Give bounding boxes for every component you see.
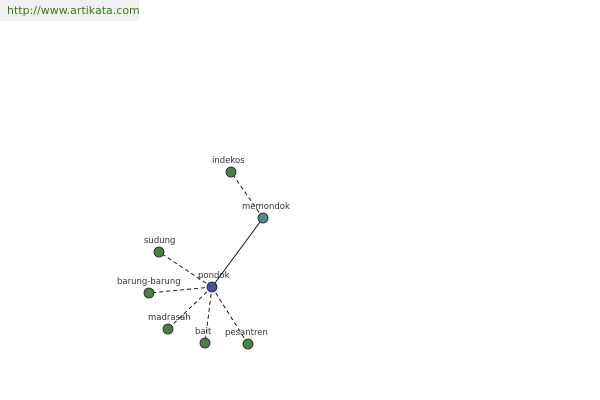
edge-pondok-pesantren [211,286,249,345]
node-label-pondok[interactable]: pondok [198,271,230,281]
edge-pondok-barung-barung [148,286,213,294]
node-label-barung-barung[interactable]: barung-barung [117,277,181,287]
node-marker-sudung[interactable] [153,246,165,258]
node-indekos[interactable]: indekos [212,156,245,178]
node-pesantren[interactable]: pesantren [225,328,268,350]
edge-pondok-bait [204,286,213,344]
node-marker-madrasah[interactable] [162,323,174,335]
node-label-bait[interactable]: bait [195,327,212,337]
graph-nodes: pondok memondok indekos sudung barung-barung… [117,156,290,350]
source-url-link[interactable]: http://www.artikata.com [7,4,140,17]
node-sudung[interactable]: sudung [144,236,175,258]
source-url-bar: http://www.artikata.com [0,0,140,21]
node-label-madrasah[interactable]: madrasah [148,313,191,323]
node-label-indekos[interactable]: indekos [212,156,245,166]
edge-pondok-madrasah [167,286,213,330]
node-bait[interactable]: bait [195,327,212,349]
node-marker-bait[interactable] [199,337,211,349]
node-label-sudung[interactable]: sudung [144,236,175,246]
edge-pondok-memondok [211,217,264,288]
edge-memondok-indekos [230,171,264,219]
node-marker-pondok[interactable] [206,281,218,293]
node-marker-pesantren[interactable] [242,338,254,350]
edge-pondok-sudung [158,251,213,288]
node-marker-indekos[interactable] [225,166,237,178]
node-memondok[interactable]: memondok [242,202,290,224]
node-pondok[interactable]: pondok [198,271,230,293]
node-marker-barung-barung[interactable] [143,287,155,299]
node-label-memondok[interactable]: memondok [242,202,290,212]
graph-edges [148,171,264,345]
node-barung-barung[interactable]: barung-barung [117,277,181,299]
node-marker-memondok[interactable] [257,212,269,224]
node-madrasah[interactable]: madrasah [148,313,191,335]
node-label-pesantren[interactable]: pesantren [225,328,268,338]
